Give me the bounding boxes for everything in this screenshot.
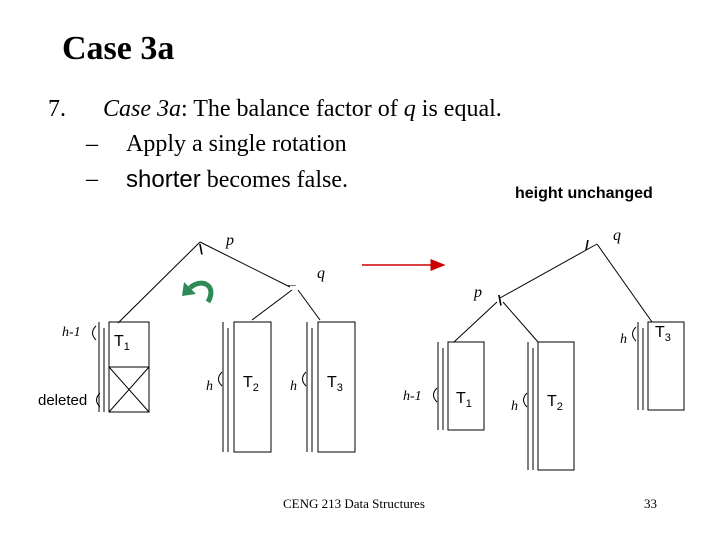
right-t3-height: h <box>620 332 627 347</box>
right-t3-name: T3 <box>655 324 671 344</box>
rotate-arrowhead-icon <box>182 282 196 296</box>
slide-title: Case 3a <box>62 30 175 67</box>
subbullet-1: Apply a single rotation <box>126 131 347 157</box>
subbullet-2-text: becomes false. <box>200 167 348 193</box>
left-t2-subtree <box>233 321 272 453</box>
case-var: a <box>169 96 181 122</box>
left-t1-name: T1 <box>114 333 130 353</box>
edge-p-q <box>199 241 291 288</box>
right-root-label: q <box>613 227 621 244</box>
deleted-cross-b <box>108 366 150 413</box>
right-t2-name: T2 <box>547 393 563 413</box>
right-t1-height: h-1 <box>403 389 422 404</box>
right-child-balance: \ <box>498 292 502 308</box>
deleted-label: deleted <box>38 392 87 409</box>
left-root-balance: \ <box>199 241 203 257</box>
left-child-label: q <box>317 265 325 282</box>
footer-course: CENG 213 Data Structures <box>283 496 425 511</box>
edge-p-t1-right <box>453 301 498 343</box>
edge-q-t3-right <box>596 243 653 323</box>
height-unchanged-note: height unchanged <box>515 185 653 202</box>
bullet-text-b: is equal. <box>415 96 502 122</box>
right-t1-subtree <box>447 341 485 431</box>
left-t3-subtree <box>317 321 356 453</box>
right-t2-height: h <box>511 399 518 414</box>
bullet-7: 7. Case 3a: The balance factor of q is e… <box>48 96 502 123</box>
rotate-arrow-icon <box>188 280 214 304</box>
edge-q-p <box>499 243 598 299</box>
bullet-number: 7. <box>48 96 66 122</box>
right-root-balance: / <box>585 237 589 253</box>
right-t1-name: T1 <box>456 390 472 410</box>
edge-p-t2-right <box>502 301 539 343</box>
left-t2-height: h <box>206 379 213 394</box>
edge-q-t3 <box>297 289 321 321</box>
var-q: q <box>403 96 416 122</box>
left-t3-name: T3 <box>327 374 343 394</box>
subbullet-2: shorter becomes false. <box>126 166 348 194</box>
edge-p-t1 <box>117 241 201 324</box>
left-child-balance: _ <box>287 271 296 287</box>
bullet-text-a: : The balance factor of <box>181 96 404 122</box>
left-t3-height: h <box>290 379 297 394</box>
right-child-label: p <box>473 284 482 301</box>
edge-q-t2 <box>251 289 293 321</box>
case-label: Case 3 <box>103 96 169 122</box>
right-t3-subtree <box>647 321 685 411</box>
subbullet-dash-1: – <box>86 131 98 157</box>
left-t2-name: T2 <box>243 374 259 394</box>
left-root-label: p <box>225 232 234 249</box>
subbullet-dash-2: – <box>86 166 98 192</box>
right-t2-subtree <box>537 341 575 471</box>
keyword-shorter: shorter <box>126 166 201 193</box>
page-number: 33 <box>644 496 657 511</box>
left-t1-height: h-1 <box>62 325 81 340</box>
